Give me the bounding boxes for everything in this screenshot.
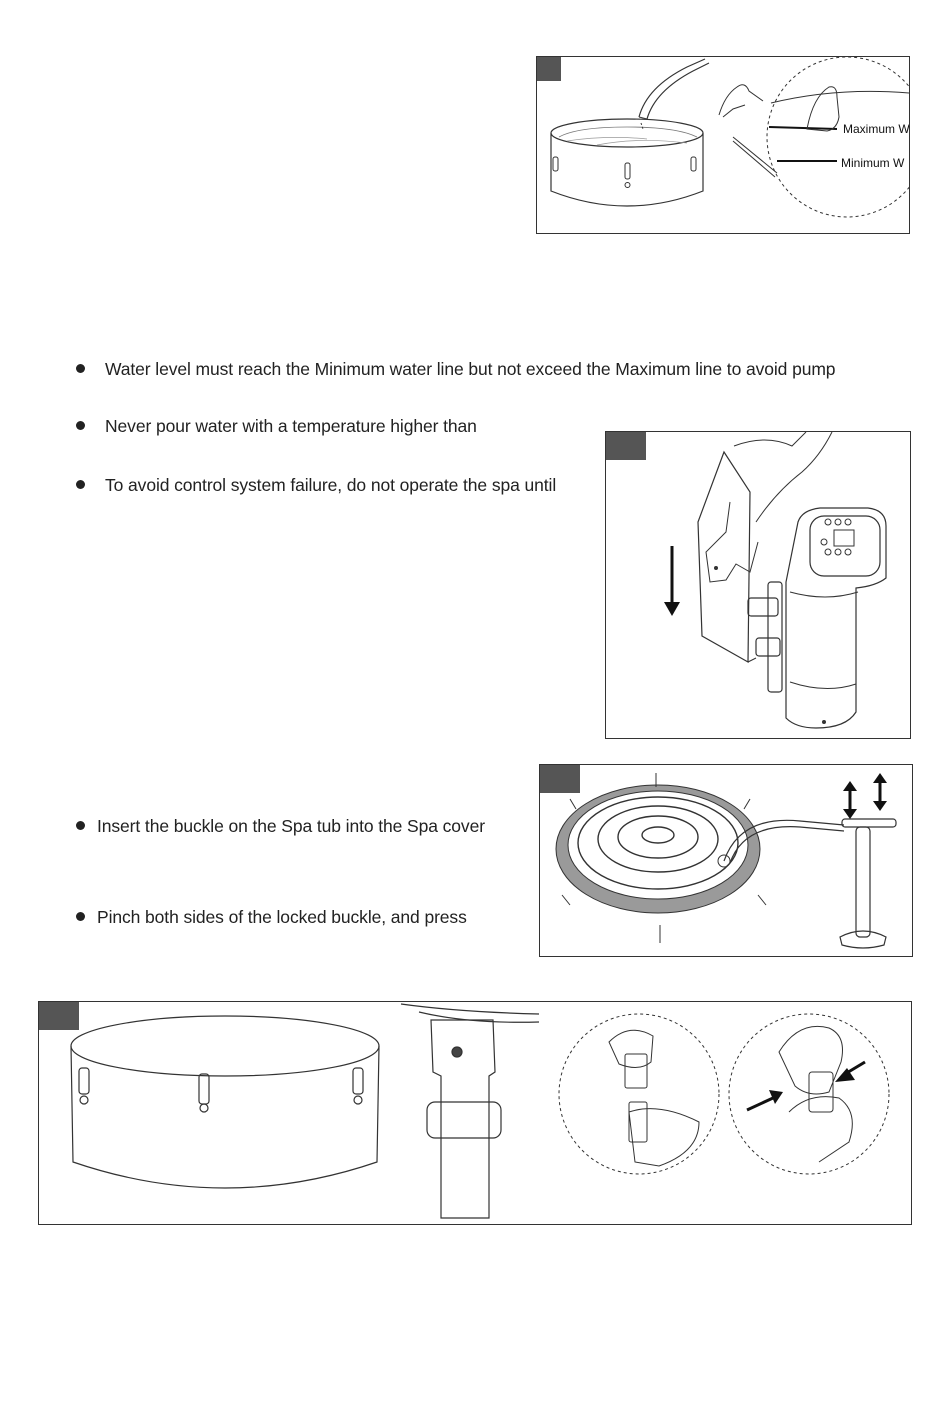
bullet-pinch-buckle: Pinch both sides of the locked buckle, a…	[76, 906, 467, 928]
buckle-assembly-illustration	[70, 1003, 890, 1219]
bullet-dot	[76, 911, 85, 921]
bullet-text: Pinch both sides of the locked buckle, a…	[97, 907, 467, 927]
bullet-dot	[76, 479, 85, 489]
figure-number-tab	[540, 765, 580, 793]
bullet-text: Water level must reach the Minimum water…	[105, 359, 836, 379]
bullet-dot	[76, 420, 85, 430]
figure-number-tab	[606, 432, 646, 460]
bullet-control-system: To avoid control system failure, do not …	[76, 474, 556, 496]
bullet-dot	[76, 820, 85, 830]
figure-number-tab	[39, 1002, 79, 1030]
figure-fill-water: Maximum W Minimum W	[536, 56, 910, 234]
fill-water-illustration: Maximum W Minimum W	[550, 57, 909, 218]
inflate-cover-illustration	[555, 773, 897, 949]
figure-inflate-cover	[539, 764, 913, 957]
bullet-dot	[76, 363, 85, 373]
figure-number-tab	[537, 57, 561, 81]
minimum-label: Minimum W	[841, 156, 905, 170]
bullet-insert-buckle: Insert the buckle on the Spa tub into th…	[76, 815, 485, 837]
bullet-text: To avoid control system failure, do not …	[105, 475, 557, 495]
figure-buckle-assembly	[38, 1001, 912, 1225]
bullet-water-temperature: Never pour water with a temperature high…	[76, 415, 477, 437]
bullet-text: Never pour water with a temperature high…	[105, 416, 477, 436]
control-unit-illustration	[664, 432, 887, 729]
figure-control-unit	[605, 431, 911, 739]
bullet-text: Insert the buckle on the Spa tub into th…	[97, 816, 485, 836]
bullet-water-level: Water level must reach the Minimum water…	[76, 358, 836, 380]
maximum-label: Maximum W	[843, 122, 909, 136]
